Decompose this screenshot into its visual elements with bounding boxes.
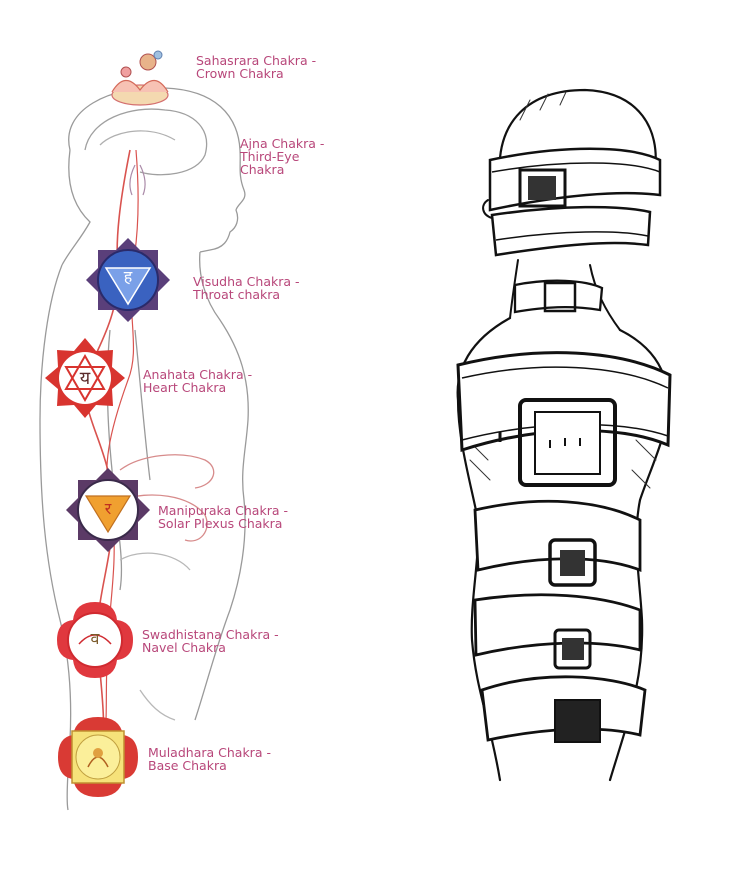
label-line: Navel Chakra: [142, 640, 226, 655]
belt-chest: [456, 351, 672, 487]
anahata-glyph: य: [80, 368, 91, 389]
belt-jaw: [490, 205, 652, 257]
label-muladhara: Muladhara Chakra - Base Chakra: [148, 746, 271, 772]
belt-thighs: [480, 675, 647, 743]
label-line: Heart Chakra: [143, 380, 227, 395]
label-anahata: Anahata Chakra - Heart Chakra: [143, 368, 252, 394]
muladhara-chakra: [58, 717, 138, 797]
belt-neck: [513, 279, 604, 314]
label-line: Swadhistana Chakra -: [142, 627, 279, 642]
belt-head: [488, 147, 662, 212]
belt-hips: [473, 593, 642, 670]
visudha-chakra: ह: [86, 238, 170, 322]
label-line: Third-Eye: [240, 149, 300, 164]
label-line: Chakra: [240, 162, 285, 177]
label-manipuraka: Manipuraka Chakra - Solar Plexus Chakra: [158, 504, 288, 530]
label-swadhistana: Swadhistana Chakra - Navel Chakra: [142, 628, 279, 654]
label-ajna: Ajna Chakra - Third-Eye Chakra: [240, 137, 324, 176]
visudha-glyph: ह: [124, 267, 133, 286]
belt-waist: [473, 499, 642, 587]
sahasrara-lotus: [111, 50, 169, 106]
label-line: Visudha Chakra -: [193, 274, 300, 289]
manipuraka-glyph: र: [105, 499, 112, 518]
label-line: Base Chakra: [148, 758, 227, 773]
ajna-point: [129, 164, 146, 196]
chakra-body-figure: [39, 87, 249, 811]
label-line: Sahasrara Chakra -: [196, 53, 317, 68]
label-line: Muladhara Chakra -: [148, 745, 271, 760]
label-line: Anahata Chakra -: [143, 367, 253, 382]
anahata-chakra: य: [45, 338, 125, 418]
label-line: Crown Chakra: [196, 66, 284, 81]
label-line: Throat chakra: [193, 287, 281, 302]
manipuraka-chakra: र: [66, 468, 150, 552]
label-line: Manipuraka Chakra -: [158, 503, 288, 518]
label-sahasrara: Sahasrara Chakra - Crown Chakra: [196, 54, 316, 80]
label-line: Solar Plexus Chakra: [158, 516, 283, 531]
label-visudha: Visudha Chakra - Throat chakra: [193, 275, 300, 301]
swadhistana-chakra: व: [57, 602, 133, 678]
swadhistana-glyph: व: [91, 629, 101, 648]
label-line: Ajna Chakra -: [240, 136, 325, 151]
